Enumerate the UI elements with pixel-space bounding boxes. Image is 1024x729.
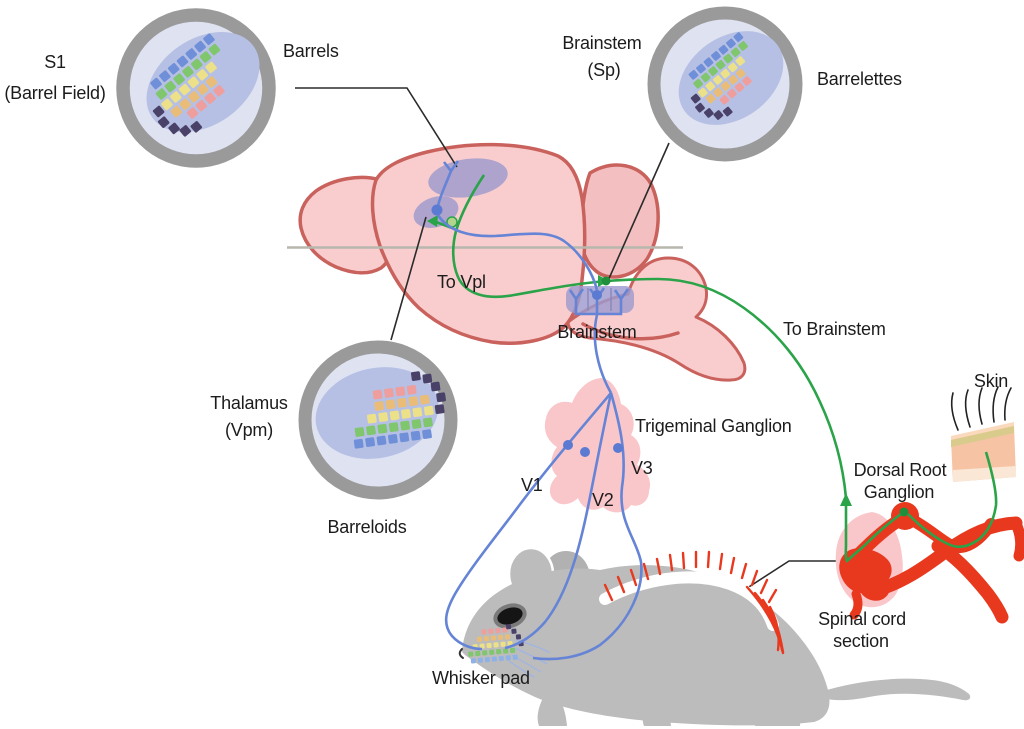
- green-drg-to-cord: [844, 504, 902, 564]
- spinal-nerves-red: [603, 550, 785, 655]
- pons-arc: [581, 322, 680, 341]
- labels: S1 (Barrel Field) Barrels Brainstem (Sp)…: [4, 33, 1008, 688]
- whisker-pad-label: Whisker pad: [432, 668, 530, 688]
- brainstem-sp-label-line2: (Sp): [587, 60, 620, 80]
- brainstem-figure-label: Brainstem: [557, 322, 636, 342]
- blue-vpm-to-sp: [436, 214, 599, 291]
- spinal-ventral-tail: [849, 589, 863, 620]
- mouse-leg-front: [537, 696, 567, 726]
- cerebellum: [579, 163, 660, 279]
- green-ascending-arc: [451, 174, 848, 499]
- barrels-label: Barrels: [283, 41, 339, 61]
- spinal-cord-label-line1: Spinal cord: [818, 609, 906, 629]
- trigeminal-ganglion-label: Trigeminal Ganglion: [635, 416, 792, 436]
- trigeminal-somata: [563, 440, 623, 457]
- sp-region-dividers: [587, 288, 612, 311]
- brain-illustration: [298, 142, 747, 382]
- mouse-tail: [819, 678, 971, 701]
- mouse-leg-mid: [642, 704, 671, 726]
- v3-label: V3: [631, 458, 653, 478]
- skin-label: Skin: [974, 371, 1008, 391]
- mouse-eye: [493, 603, 527, 629]
- green-skin-to-drg: [907, 451, 998, 549]
- inset-circle-barrelettes: [647, 6, 803, 162]
- mouse-leg-hind: [755, 691, 801, 726]
- s1-label-line1: S1: [44, 52, 66, 72]
- blue-v1: [444, 392, 612, 651]
- mouse-illustration: [458, 546, 971, 726]
- spinal-cord-label-line2: section: [833, 631, 889, 651]
- thalamus-label-line1: Thalamus: [210, 393, 288, 413]
- skin-bottom-band: [953, 466, 1016, 482]
- drg-neuron-soma: [899, 507, 909, 517]
- brainstem-green-dot: [601, 276, 611, 286]
- barrelettes-label: Barrelettes: [817, 69, 902, 89]
- vpm-neuron-soma: [431, 204, 443, 216]
- mouse-nose: [458, 648, 464, 659]
- skin-illustration: [950, 386, 1016, 482]
- barrelettes-callout-line: [606, 142, 670, 284]
- brainstem-region: [566, 256, 747, 382]
- blue-sp-to-ganglion: [593, 314, 613, 394]
- green-arrowhead-vpl: [427, 215, 438, 227]
- dorsal-root-label-line1: Dorsal Root: [854, 460, 947, 480]
- spinal-left-mass: [839, 548, 892, 601]
- dorsal-root-label-line2: Ganglion: [864, 482, 934, 502]
- whisker-pad-map: [468, 624, 524, 664]
- v2-label: V2: [592, 490, 614, 510]
- brainstem-sp-label-line1: Brainstem: [562, 33, 641, 53]
- green-pathway: [435, 174, 998, 564]
- skin-epidermis-line: [951, 426, 1014, 447]
- to-vpl-label: To Vpl: [437, 272, 486, 292]
- to-brainstem-label: To Brainstem: [783, 319, 886, 339]
- blue-pathway: [436, 160, 643, 661]
- inset-circle-barrels: [116, 8, 276, 168]
- barreloids-label: Barreloids: [327, 517, 406, 537]
- blue-v3: [532, 392, 643, 661]
- v1-label: V1: [521, 475, 543, 495]
- blue-s1-terminal: [436, 160, 460, 207]
- s1-label-line2: (Barrel Field): [4, 83, 105, 103]
- callout-lines: [295, 87, 845, 604]
- green-arrowhead-up: [840, 493, 852, 506]
- barreloids-callout-line: [390, 216, 427, 341]
- blue-v2: [504, 392, 613, 650]
- inset-circle-barreloids: [298, 340, 458, 500]
- skin-hairs: [950, 386, 1012, 431]
- cerebrum: [370, 142, 587, 345]
- mouse-body: [462, 565, 830, 726]
- barrels-callout-line: [295, 87, 458, 168]
- sp-neuron-soma: [592, 290, 602, 300]
- thalamus-label-line2: (Vpm): [225, 420, 273, 440]
